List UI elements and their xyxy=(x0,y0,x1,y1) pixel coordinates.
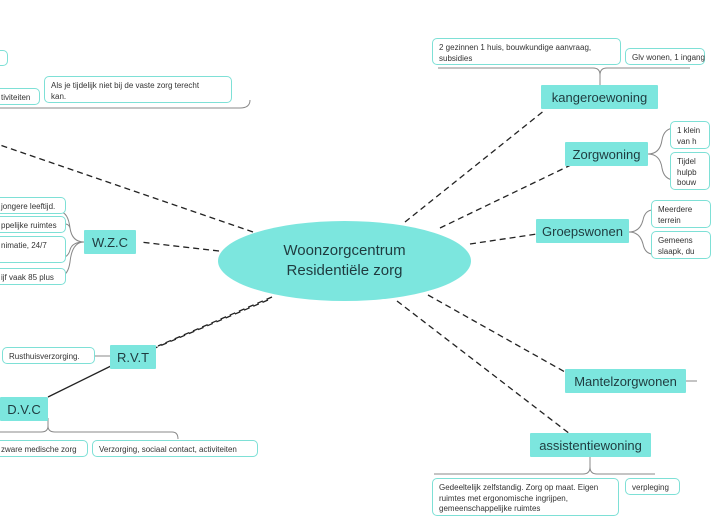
subtopic-rvt-1-line1: Rusthuisverzorging. xyxy=(9,352,80,361)
bracket-assist xyxy=(434,457,655,475)
subtopic-wzc-3-line1: nimatie, 24/7 xyxy=(1,241,47,250)
topic-dvc[interactable]: D.V.C xyxy=(0,397,48,421)
bracket-top xyxy=(0,99,251,109)
subtopic-wzc-2-line1: ppelijke ruimtes xyxy=(1,221,57,230)
link-top-left xyxy=(0,144,254,233)
subtopic-rvt-1[interactable]: Rusthuisverzorging. xyxy=(2,347,95,364)
subtopic-wzc-2[interactable]: ppelijke ruimtes xyxy=(0,216,66,233)
subtopic-kang-1[interactable]: 2 gezinnen 1 huis, bouwkundige aanvraag,… xyxy=(432,38,621,65)
link-assistentiewoning xyxy=(396,300,571,435)
bracket-zorg xyxy=(647,127,676,181)
subtopic-zorg-1-line1: 1 klein xyxy=(677,126,701,135)
link-wzc xyxy=(139,241,220,252)
subtopic-dvc-2[interactable]: Verzorging, sociaal contact, activiteite… xyxy=(92,440,258,457)
link-rvt-2 xyxy=(154,299,269,349)
subtopic-kang-1-line1: 2 gezinnen 1 huis, bouwkundige aanvraag, xyxy=(439,43,592,52)
link-mantelzorgwonen xyxy=(427,294,566,373)
bracket-groep xyxy=(628,209,654,255)
subtopic-zorg-2-line2: hulpb xyxy=(677,167,697,177)
central-topic-line1: Woonzorgcentrum xyxy=(283,242,406,259)
subtopic-groep-1[interactable]: Meerdere terrein xyxy=(651,200,711,228)
subtopic-dvc-2-line1: Verzorging, sociaal contact, activiteite… xyxy=(99,445,237,454)
topic-zorgwoning[interactable]: Zorgwoning xyxy=(565,142,648,166)
subtopic-zorg-2-line1: Tijdel xyxy=(677,157,696,166)
subtopic-top-2-line2: kan. xyxy=(51,91,67,101)
subtopic-kang-1-line2: subsidies xyxy=(439,53,473,63)
central-topic[interactable]: Woonzorgcentrum Residentiële zorg xyxy=(218,221,471,301)
subtopic-top-2-line1: Als je tijdelijk niet bij de vaste zorg … xyxy=(51,81,200,90)
bracket-wzc xyxy=(59,211,85,277)
subtopic-wzc-3[interactable]: nimatie, 24/7 xyxy=(0,236,66,263)
subtopic-groep-1-line1: Meerdere xyxy=(658,205,693,214)
link-zorgwoning xyxy=(439,162,576,229)
subtopic-top-2[interactable]: Als je tijdelijk niet bij de vaste zorg … xyxy=(44,76,232,103)
subtopic-assist-2-line1: verpleging xyxy=(632,483,669,492)
topic-groepswonen[interactable]: Groepswonen xyxy=(536,219,629,243)
subtopic-top-edge[interactable] xyxy=(0,50,8,66)
subtopic-assist-1-line3: gemeenschappelijke ruimtes xyxy=(439,504,541,513)
subtopic-zorg-1[interactable]: 1 klein van h xyxy=(670,121,710,149)
subtopic-wzc-4-line1: ijf vaak 85 plus xyxy=(1,273,54,282)
subtopic-wzc-4[interactable]: ijf vaak 85 plus xyxy=(0,268,66,285)
topic-rvt[interactable]: R.V.T xyxy=(110,345,156,369)
subtopic-top-1-line1: tiviteiten xyxy=(1,93,31,102)
bracket-kang xyxy=(438,67,690,85)
topic-wzc[interactable]: W.Z.C xyxy=(84,230,136,254)
subtopic-dvc-1-line1: zware medische zorg xyxy=(1,445,77,454)
link-dvc xyxy=(47,363,116,398)
link-rvt xyxy=(157,296,273,347)
subtopic-zorg-1-line2: van h xyxy=(677,136,697,146)
topic-mantelzorgwonen[interactable]: Mantelzorgwonen xyxy=(565,369,686,393)
subtopic-kang-2-line1: Glv wonen, 1 ingang xyxy=(632,53,705,62)
topic-kangeroewoning[interactable]: kangeroewoning xyxy=(541,85,658,109)
subtopic-assist-2[interactable]: verpleging xyxy=(625,478,680,495)
subtopic-assist-1[interactable]: Gedeeltelijk zelfstandig. Zorg op maat. … xyxy=(432,478,619,516)
subtopic-kang-2[interactable]: Glv wonen, 1 ingang xyxy=(625,48,705,65)
subtopic-zorg-2-line3: bouw xyxy=(677,178,697,187)
subtopic-assist-1-line1: Gedeeltelijk zelfstandig. Zorg op maat. … xyxy=(439,483,599,492)
subtopic-assist-1-line2: ruimtes met ergonomische ingrijpen, xyxy=(439,493,568,503)
subtopic-groep-2[interactable]: Gemeens slaapk, du xyxy=(651,231,711,259)
central-topic-line2: Residentiële zorg xyxy=(286,262,403,279)
subtopic-zorg-2[interactable]: Tijdel hulpb bouw xyxy=(670,152,710,190)
topic-assistentiewoning[interactable]: assistentiewoning xyxy=(530,433,651,457)
subtopic-wzc-1[interactable]: jongere leeftijd. xyxy=(0,197,66,214)
link-kangeroewoning xyxy=(404,109,546,223)
bracket-dvc xyxy=(0,418,179,440)
subtopic-groep-1-line2: terrein xyxy=(658,215,681,225)
subtopic-wzc-1-line1: jongere leeftijd. xyxy=(1,202,56,211)
subtopic-top-1[interactable]: tiviteiten xyxy=(0,88,40,105)
subtopic-dvc-1[interactable]: zware medische zorg xyxy=(0,440,88,457)
subtopic-groep-2-line2: slaapk, du xyxy=(658,246,695,256)
subtopic-groep-2-line1: Gemeens xyxy=(658,236,693,245)
link-groepswonen xyxy=(469,233,538,245)
